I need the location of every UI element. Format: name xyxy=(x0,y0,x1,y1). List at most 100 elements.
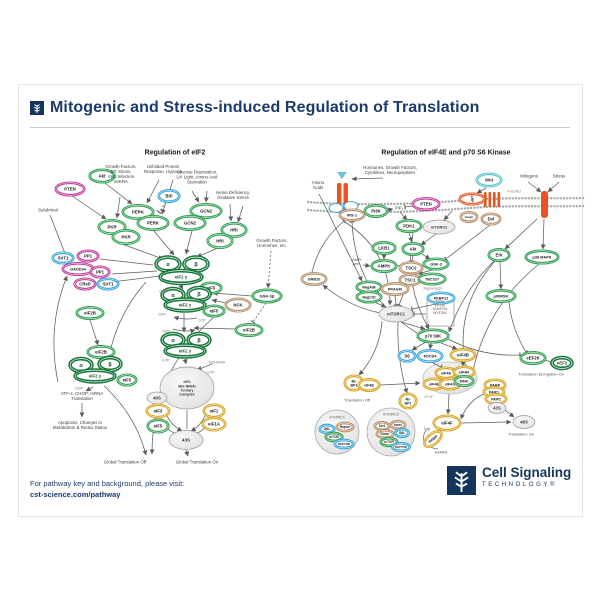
svg-text:β: β xyxy=(108,362,112,368)
caption: Heme Deficiency,Oxidative Stress xyxy=(216,190,250,200)
node-eef2-82: eEF2 xyxy=(550,355,574,371)
edges-layer xyxy=(311,176,560,425)
cst-tree-icon xyxy=(30,101,44,115)
svg-text:MNK: MNK xyxy=(460,379,469,383)
caption: AAAAA xyxy=(435,450,448,454)
node-ampk-56: AMPK xyxy=(370,258,398,274)
title-rule xyxy=(30,127,570,128)
caption: Stress xyxy=(553,174,566,179)
node-p70-s6k-69: p70 S6K xyxy=(416,328,450,344)
svg-text:HRI: HRI xyxy=(216,239,223,244)
footer: For pathway key and background, please v… xyxy=(30,479,184,501)
nodes-layer: AktPTENBiPPERKPERKGCN2GCN2PKRPKRHRIHRISi… xyxy=(51,168,283,450)
svg-text:NCK: NCK xyxy=(233,303,243,308)
panel-title: Regulation of eIF4E and p70 S6 Kinase xyxy=(381,149,510,156)
node-n-18: β xyxy=(182,255,210,273)
node-gcn2-5: GCN2 xyxy=(189,202,223,220)
cst-logo-name: Cell Signaling xyxy=(482,465,572,480)
node-gsk-3-55: GSK-3 xyxy=(422,257,450,271)
header: Mitogenic and Stress-induced Regulation … xyxy=(30,99,479,117)
svg-text:GSK-3: GSK-3 xyxy=(430,261,443,266)
svg-text:PABP: PABP xyxy=(490,383,501,387)
svg-text:Raptor: Raptor xyxy=(340,425,351,429)
svg-text:eIF3: eIF3 xyxy=(154,409,163,414)
svg-text:p70 S6K: p70 S6K xyxy=(425,333,441,338)
shape-ellipse xyxy=(328,202,344,214)
node-48s-89: 48S xyxy=(512,415,536,429)
node-gadd34-13: GADD34 xyxy=(61,261,95,277)
svg-text:eIF4B: eIF4B xyxy=(457,353,469,358)
caption: Hormones, Growth Factors,Cytokines, Neur… xyxy=(363,165,417,175)
caption: Global Translation Off xyxy=(104,460,147,465)
svg-text:4E-BP1: 4E-BP1 xyxy=(405,397,412,405)
svg-text:eIF5: eIF5 xyxy=(123,378,132,383)
node-pdk1-51: PDK1 xyxy=(395,218,423,234)
svg-text:mTORC1: mTORC1 xyxy=(387,311,406,316)
node-eif4b-72: eIF4B xyxy=(449,347,477,363)
svg-text:TBC1D7: TBC1D7 xyxy=(425,277,439,281)
node-pp1-14: PP1 xyxy=(89,265,111,279)
svg-text:S6: S6 xyxy=(404,354,410,359)
node-eif1a-42: eIF1A xyxy=(201,416,227,432)
poster-border xyxy=(18,84,583,517)
node-ragc-d-62: RagC/D xyxy=(355,290,383,304)
svg-text:BiP: BiP xyxy=(165,194,172,199)
svg-text:LRP: LRP xyxy=(470,196,474,204)
node-n-34: β xyxy=(97,355,123,373)
node-p38-mapk-67: p38 MAPK xyxy=(524,249,560,265)
node-gsk-3-21: GSK-3β xyxy=(251,288,283,304)
cst-logo: Cell Signaling TECHNOLOGY® xyxy=(447,465,572,495)
svg-text:GRB10: GRB10 xyxy=(308,277,321,281)
svg-text:Wnt: Wnt xyxy=(485,178,494,183)
svg-text:43S: 43S xyxy=(493,406,501,411)
svg-text:PERK: PERK xyxy=(147,221,160,226)
node-mtorc2-52: mTORC2 xyxy=(422,219,456,235)
svg-text:CReP: CReP xyxy=(79,282,91,287)
svg-text:GCN2: GCN2 xyxy=(184,221,197,226)
caption: Met-tRNA xyxy=(209,360,226,364)
caption: mTORC2 xyxy=(383,412,399,416)
node-tbc1d7-59: TBC1D7 xyxy=(417,272,447,286)
svg-text:eIF4F: eIF4F xyxy=(441,421,453,426)
svg-text:PP1: PP1 xyxy=(84,254,93,259)
node-pabp-87: PABP xyxy=(423,430,443,448)
svg-text:β: β xyxy=(197,338,201,344)
node-40s-38: 40S xyxy=(146,391,168,405)
cst-logo-tech: TECHNOLOGY® xyxy=(482,481,558,488)
node-mnk-77: MNK xyxy=(453,374,475,388)
node-eif3-39: eIF3 xyxy=(145,403,171,419)
svg-text:α: α xyxy=(166,262,170,268)
node-eif2b-27: eIF2B xyxy=(234,322,264,338)
footer-link[interactable]: cst-science.com/pathway xyxy=(30,489,121,499)
caption: ↑AMP/ATP xyxy=(350,258,362,266)
node-43s-88: 43S xyxy=(487,402,507,414)
svg-text:RagC/D: RagC/D xyxy=(362,295,376,299)
svg-text:eIF4E: eIF4E xyxy=(429,382,440,386)
node-eif4e-84: eIF4E xyxy=(357,377,381,393)
svg-text:eIF1: eIF1 xyxy=(210,409,219,414)
node-hri-10: HRI xyxy=(206,232,234,250)
svg-text:eIF2 γ: eIF2 γ xyxy=(179,303,192,308)
node-tsc1-58: TSC1 xyxy=(398,273,422,287)
svg-text:p90RSK: p90RSK xyxy=(494,293,509,298)
node-mtorc1-65: mTORC1 xyxy=(378,305,414,323)
caption: Glucose Deprivation,UV Light, Amino Acid… xyxy=(176,170,218,185)
svg-text:AMPK: AMPK xyxy=(378,264,392,269)
caption: Growth Factors,ER Stress,Viral Infection… xyxy=(105,164,136,184)
svg-text:GSK-3β: GSK-3β xyxy=(260,293,275,298)
svg-text:TSC2: TSC2 xyxy=(406,266,418,271)
svg-text:eIF4A: eIF4A xyxy=(441,371,452,375)
node-prr5-95: PRR5 xyxy=(389,419,407,431)
svg-text:α: α xyxy=(171,338,175,344)
node-43s-43: 43S xyxy=(168,430,204,450)
svg-text:eIF2 γ: eIF2 γ xyxy=(179,349,192,354)
svg-text:Erk: Erk xyxy=(496,253,504,258)
svg-text:PRR5: PRR5 xyxy=(394,423,402,427)
